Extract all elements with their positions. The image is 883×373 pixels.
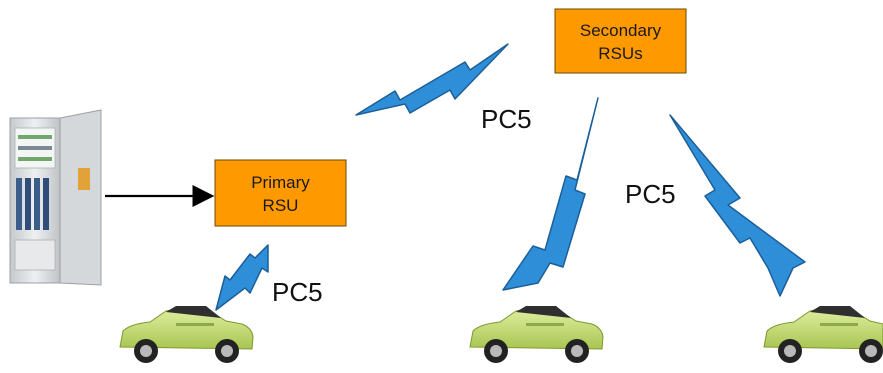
- control-cabinet-icon: [9, 109, 102, 286]
- primary-rsu-line1: Primary: [251, 173, 310, 192]
- primary-rsu-box: Primary RSU: [214, 159, 347, 227]
- lightning-bolt-icon: [355, 43, 509, 116]
- car-icon: [119, 306, 254, 363]
- primary-rsu-line2: RSU: [263, 196, 299, 215]
- lightning-bolt-icon: [669, 114, 806, 297]
- pc5-label-right: PC5: [625, 179, 676, 209]
- car-icon: [763, 306, 883, 363]
- pc5-label-top: PC5: [481, 104, 532, 134]
- lightning-bolt-icon: [215, 244, 269, 311]
- secondary-rsus-line1: Secondary: [580, 21, 662, 40]
- car-icon: [469, 306, 604, 363]
- pc5-label-bottom-left: PC5: [272, 277, 323, 307]
- secondary-rsus-line2: RSUs: [598, 44, 642, 63]
- secondary-rsus-box: Secondary RSUs: [554, 8, 687, 74]
- lightning-bolt-icon: [502, 97, 599, 291]
